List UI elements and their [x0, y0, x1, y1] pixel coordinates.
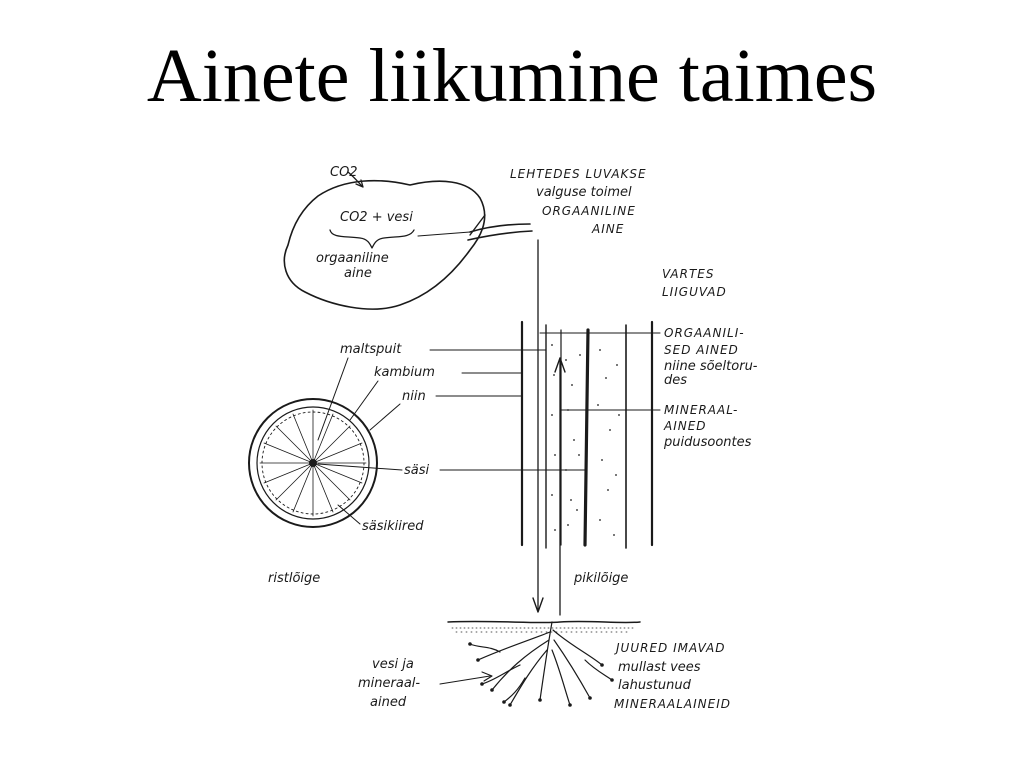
leaf-product-line1: orgaaniline: [316, 251, 389, 266]
slide-title: Ainete liikumine taimes: [146, 34, 878, 118]
stem-note: VARTES LIIGUVAD: [662, 267, 727, 299]
stem-note-line1: VARTES: [662, 267, 714, 281]
roots-right-line4: MINERAALAINEID: [614, 697, 731, 711]
organic-note-line1: ORGAANILI-: [664, 326, 745, 340]
label-sasikiired: säsikiired: [362, 519, 424, 534]
mineral-note: MINERAAL- AINED puidusoontes: [663, 403, 752, 450]
leaf-product-line2: aine: [344, 266, 372, 281]
leaf-equation: CO2 + vesi: [340, 210, 413, 225]
pith-center: [309, 459, 317, 467]
organic-note: ORGAANILI- SED AINED niine sõeltoru- des: [664, 326, 758, 388]
root-system: [469, 621, 613, 706]
soil-surface: [447, 620, 641, 633]
label-pikiloige: pikilõige: [573, 571, 628, 586]
mineral-note-line3: puidusoontes: [663, 435, 752, 450]
co2-label: CO2: [330, 165, 358, 180]
pith-rays: [259, 409, 367, 517]
label-kambium: kambium: [374, 365, 435, 380]
mineral-note-line2: AINED: [663, 419, 707, 433]
roots-right-line1: JUURED IMAVAD: [614, 641, 725, 655]
roots-right-note: JUURED IMAVAD mullast vees lahustunud MI…: [614, 641, 731, 711]
roots-left-line2: mineraal-: [358, 676, 420, 691]
label-maltspuit: maltspuit: [340, 342, 402, 357]
organic-note-line2: SED AINED: [664, 343, 739, 357]
transport-arrows: [532, 239, 566, 616]
roots-right-line3: lahustunud: [618, 678, 692, 693]
organic-note-line4: des: [664, 373, 687, 388]
roots-left-line1: vesi ja: [372, 657, 414, 672]
roots-left-line3: ained: [370, 695, 407, 710]
leaf-drawing: [283, 179, 533, 310]
label-ristloige: ristlõige: [268, 571, 320, 586]
mineral-note-line1: MINERAAL-: [664, 403, 738, 417]
label-sasi: säsi: [404, 463, 430, 478]
top-note-line2: valguse toimel: [536, 185, 632, 200]
organic-note-line3: niine sõeltoru-: [664, 359, 758, 374]
co2-arrow: CO2: [330, 165, 364, 188]
cross-section: [248, 398, 378, 528]
top-note-line3: ORGAANILINE: [542, 204, 636, 218]
label-niin: niin: [402, 389, 426, 404]
root-tips: [468, 642, 614, 707]
stem-note-line2: LIIGUVAD: [662, 285, 727, 299]
equation-brace: [329, 229, 415, 249]
wood-stipple: [551, 344, 620, 536]
roots-right-line2: mullast vees: [618, 660, 701, 675]
roots-left-note: vesi ja mineraal- ained: [358, 657, 493, 710]
top-note-line4: AINE: [591, 222, 624, 236]
leaf-note: LEHTEDES LUVAKSE valguse toimel ORGAANIL…: [510, 167, 647, 236]
longitudinal-section: [520, 320, 656, 549]
top-note-line1: LEHTEDES LUVAKSE: [510, 167, 647, 181]
